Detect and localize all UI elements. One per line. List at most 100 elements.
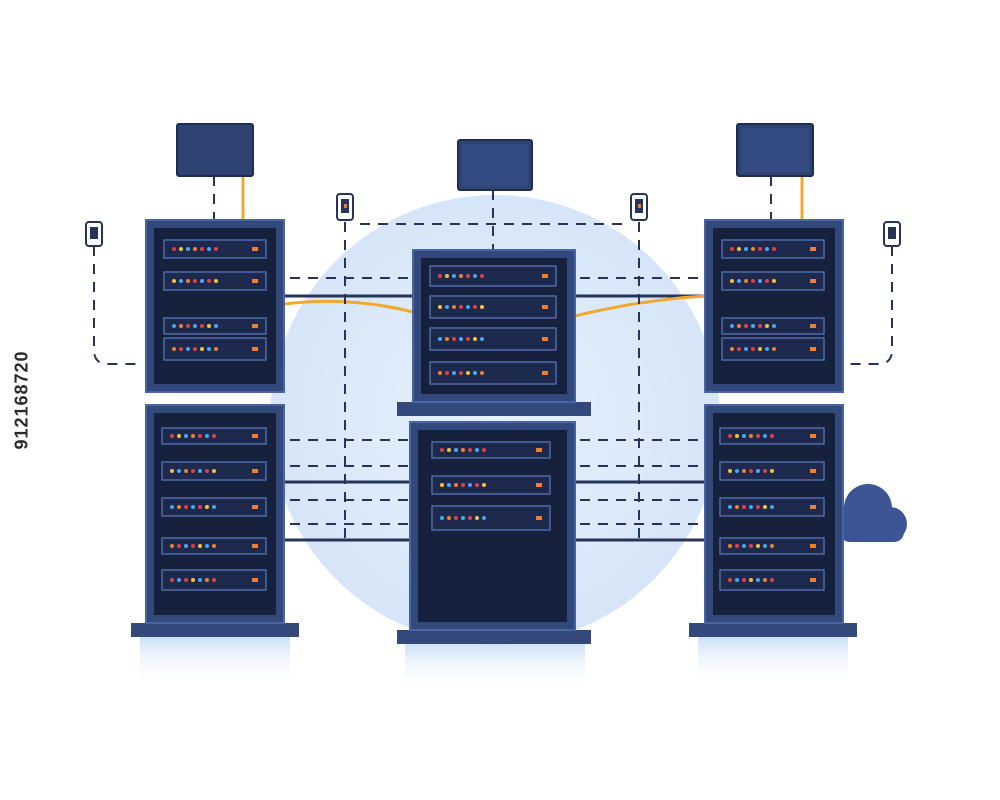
status-led	[756, 505, 760, 509]
status-led	[728, 505, 732, 509]
status-led	[179, 279, 183, 283]
status-led	[177, 434, 181, 438]
status-led	[810, 434, 816, 438]
status-led	[170, 578, 174, 582]
status-led	[770, 578, 774, 582]
status-led	[198, 505, 202, 509]
status-led	[744, 347, 748, 351]
status-led	[728, 434, 732, 438]
status-led	[742, 578, 746, 582]
status-led	[252, 544, 258, 548]
status-led	[172, 347, 176, 351]
status-led	[438, 305, 442, 309]
status-led	[475, 483, 479, 487]
status-led	[459, 371, 463, 375]
server-unit	[161, 461, 267, 481]
status-led	[480, 274, 484, 278]
status-led	[214, 347, 218, 351]
status-led	[730, 247, 734, 251]
status-led	[452, 337, 456, 341]
status-led	[468, 516, 472, 520]
status-led	[751, 247, 755, 251]
status-led	[810, 578, 816, 582]
status-led	[212, 505, 216, 509]
server-unit	[163, 239, 267, 259]
status-led	[770, 469, 774, 473]
floor-glow-left	[140, 636, 290, 686]
status-led	[480, 371, 484, 375]
server-unit	[161, 537, 267, 555]
status-led	[742, 544, 746, 548]
server-rack-center-bottom	[397, 421, 591, 644]
status-led	[184, 469, 188, 473]
status-led	[207, 347, 211, 351]
status-led	[445, 337, 449, 341]
server-unit-panel	[431, 441, 551, 459]
status-led	[466, 337, 470, 341]
status-led	[452, 371, 456, 375]
status-led	[749, 544, 753, 548]
status-led	[172, 324, 176, 328]
status-led	[207, 279, 211, 283]
status-led	[749, 505, 753, 509]
status-led	[172, 247, 176, 251]
status-led	[459, 274, 463, 278]
status-led	[252, 324, 258, 328]
status-led	[765, 347, 769, 351]
status-led	[214, 247, 218, 251]
status-led	[200, 247, 204, 251]
server-unit-panel	[429, 265, 557, 287]
status-led	[461, 483, 465, 487]
status-led	[765, 279, 769, 283]
server-unit	[719, 461, 825, 481]
status-led	[177, 578, 181, 582]
server-unit	[719, 427, 825, 445]
status-led	[170, 505, 174, 509]
status-led	[744, 279, 748, 283]
status-led	[445, 274, 449, 278]
status-led	[459, 305, 463, 309]
status-led	[170, 434, 174, 438]
status-led	[186, 324, 190, 328]
status-led	[763, 469, 767, 473]
status-led	[758, 279, 762, 283]
status-led	[810, 279, 816, 283]
status-led	[542, 337, 548, 341]
server-unit-panel	[429, 361, 557, 385]
status-led	[536, 448, 542, 452]
status-led	[772, 324, 776, 328]
server-unit	[429, 265, 557, 287]
status-led	[252, 279, 258, 283]
status-led	[205, 505, 209, 509]
server-unit	[163, 317, 267, 335]
server-unit-panel	[429, 295, 557, 319]
status-led	[252, 505, 258, 509]
status-led	[214, 279, 218, 283]
dashed-links	[93, 176, 893, 540]
status-led	[191, 505, 195, 509]
status-led	[212, 544, 216, 548]
status-led	[252, 469, 258, 473]
status-led	[468, 448, 472, 452]
status-led	[205, 469, 209, 473]
status-led	[482, 483, 486, 487]
status-led	[737, 347, 741, 351]
status-led	[198, 469, 202, 473]
mobile-device-icon	[883, 221, 901, 247]
status-led	[735, 578, 739, 582]
status-led	[810, 469, 816, 473]
status-led	[179, 347, 183, 351]
status-led	[728, 578, 732, 582]
status-led	[198, 578, 202, 582]
status-led	[728, 469, 732, 473]
monitor-icon	[736, 123, 814, 177]
server-rack-right-bottom	[689, 404, 857, 637]
status-led	[751, 347, 755, 351]
status-led	[191, 544, 195, 548]
rack-base	[131, 623, 299, 637]
server-unit	[429, 295, 557, 319]
floor-glow-center	[405, 642, 585, 692]
status-led	[191, 578, 195, 582]
status-led	[742, 469, 746, 473]
